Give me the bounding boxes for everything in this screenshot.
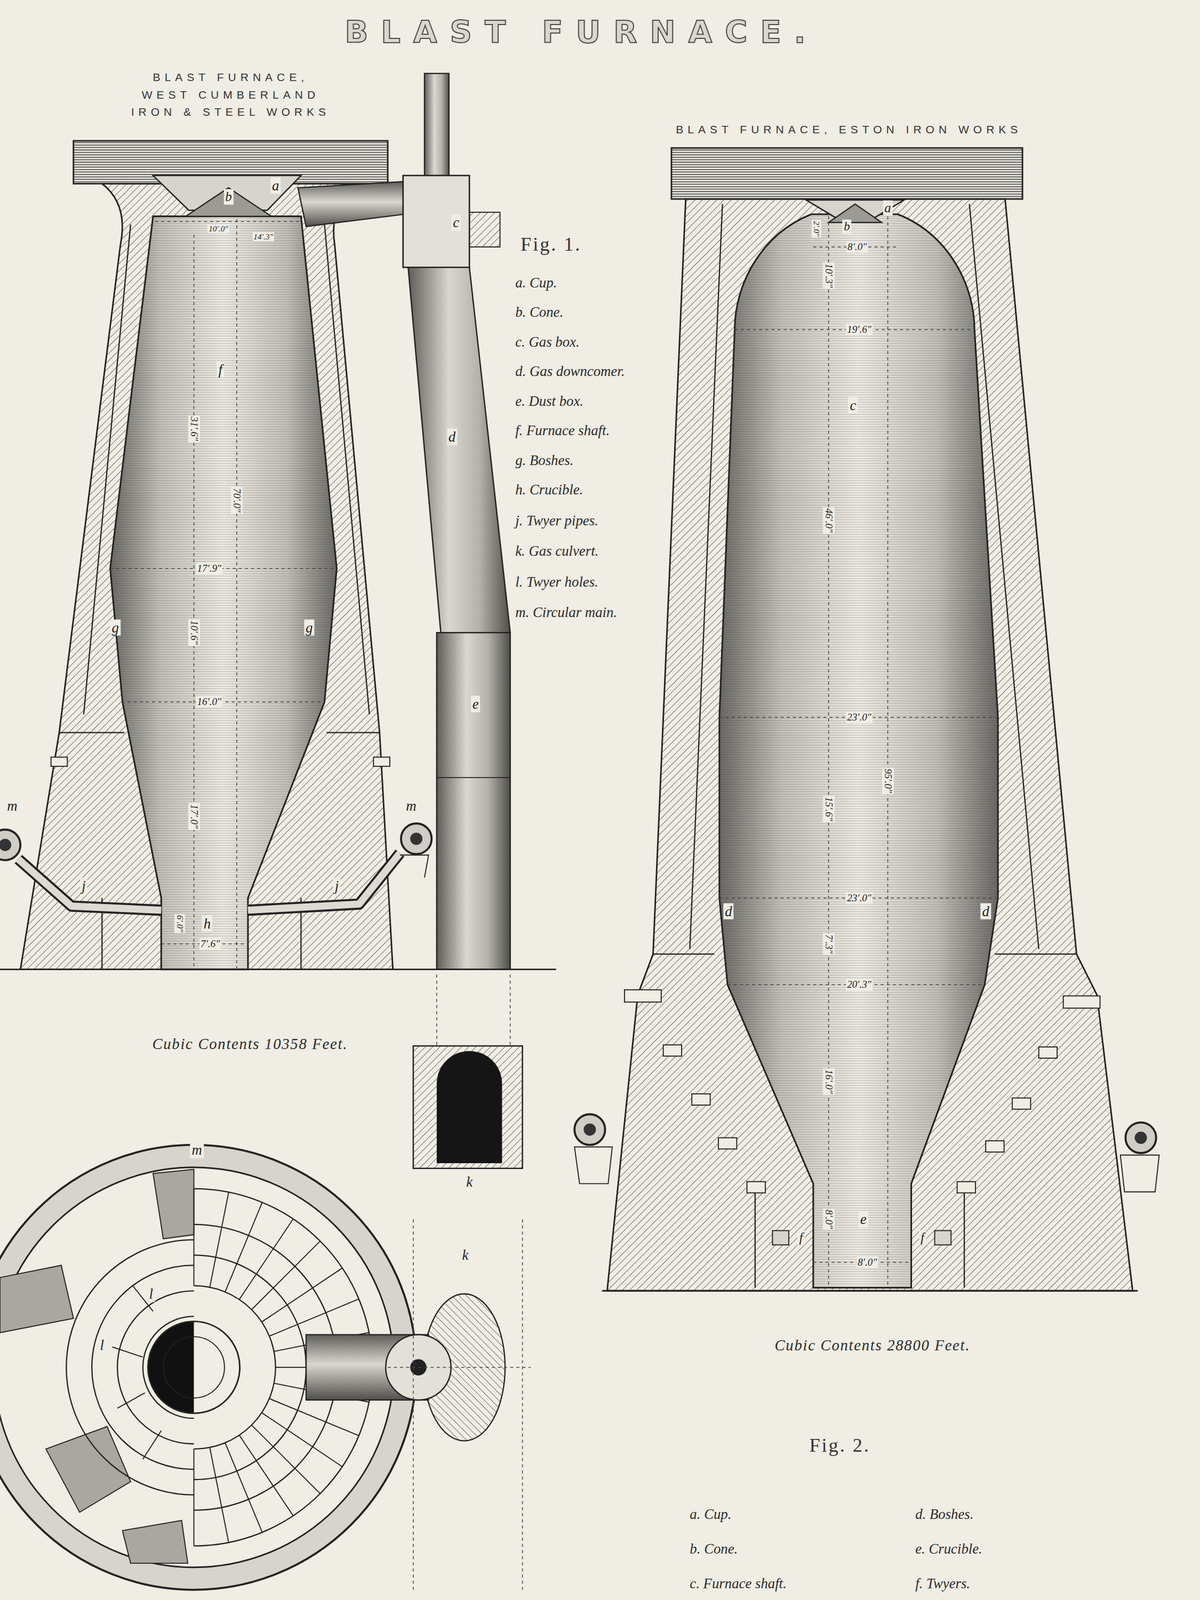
part-letter: g [109, 619, 120, 636]
dimension: 10′.0″ [207, 224, 230, 234]
dimension: 17′.9″ [195, 562, 223, 575]
furnace-eston [574, 147, 1159, 1291]
key-entry: d. Gas downcomer. [515, 363, 625, 380]
part-letter: d [980, 902, 991, 920]
dimension: 10′.6″ [188, 619, 200, 646]
key-entry: e. Dust box. [515, 393, 584, 410]
dimension: 15′.6″ [822, 795, 835, 823]
figure-label: Fig. 2. [809, 1434, 870, 1458]
part-letter: j [80, 877, 87, 894]
key-entry: m. Circular main. [515, 604, 618, 621]
capacity-note: Cubic Contents 28800 Feet. [774, 1336, 971, 1354]
part-letter: d [446, 428, 458, 445]
dimension: 10′.3″ [822, 262, 835, 290]
key-entry: a. Cup. [689, 1506, 732, 1523]
key-entry: f. Twyers. [915, 1575, 971, 1592]
dimension: 7′.3″ [822, 933, 835, 955]
part-letter: a [882, 200, 893, 216]
key-entry: l. Twyer holes. [515, 573, 599, 590]
dimension: 20′.3″ [845, 978, 873, 991]
part-letter: k [460, 1246, 470, 1264]
plate-caption: BLAST FURNACE, ESTON IRON WORKS [675, 121, 1022, 139]
part-letter: f [918, 1229, 926, 1246]
dimension: 8′.0″ [846, 241, 868, 253]
dimension: 23′.0″ [845, 711, 873, 724]
key-entry: j. Twyer pipes. [515, 512, 599, 529]
dimension: 46′.0″ [822, 507, 835, 534]
dimension: 14′.3″ [252, 232, 275, 242]
dimension: 95′.0″ [882, 767, 894, 795]
part-letter: e [470, 696, 481, 713]
part-letter: h [202, 915, 213, 932]
part-letter: b [223, 189, 234, 205]
dimension: 17′.0″ [188, 803, 200, 830]
dimension: 70′.0″ [230, 486, 243, 514]
figure-label: Fig. 1. [520, 233, 582, 256]
key-entry: d. Boshes. [915, 1506, 974, 1523]
key-entry: f. Furnace shaft. [515, 422, 610, 439]
part-letter: g [304, 619, 315, 636]
key-entry: a. Cup. [515, 274, 557, 292]
key-entry: k. Gas culvert. [515, 542, 599, 560]
dimension: 2′.0″ [811, 219, 822, 238]
part-letter: c [848, 396, 859, 414]
key-entry: e. Crucible. [915, 1540, 983, 1558]
dimension: 23′.0″ [845, 892, 873, 904]
part-letter: m [190, 1141, 204, 1159]
plate-title: BLAST FURNACE. [344, 14, 819, 51]
furnace-west-cumberland [0, 73, 557, 970]
part-letter: a [270, 177, 281, 195]
part-letter: m [404, 797, 418, 815]
part-letter: f [217, 361, 224, 378]
dimension: 16′.0″ [822, 1068, 835, 1095]
plate-caption: BLAST FURNACE, WEST CUMBERLAND IRON & ST… [128, 68, 333, 122]
part-letter: f [797, 1229, 805, 1246]
part-letter: k [464, 1173, 475, 1190]
key-entry: c. Furnace shaft. [689, 1575, 787, 1592]
part-letter: m [5, 797, 19, 815]
key-entry: b. Cone. [689, 1540, 738, 1558]
part-letter: c [451, 214, 461, 231]
dimension: 6′.0″ [174, 913, 186, 933]
dimension: 7′.6″ [199, 938, 221, 950]
furnace-plan-view [0, 1145, 531, 1592]
gas-culvert-section [413, 974, 523, 1169]
key-entry: g. Boshes. [515, 451, 574, 469]
dimension: 8′.0″ [822, 1208, 835, 1230]
part-letter: b [842, 219, 852, 234]
dimension: 31′.6″ [188, 415, 200, 443]
part-letter: l [98, 1336, 106, 1354]
dimension: 8′.0″ [856, 1256, 878, 1269]
key-entry: h. Crucible. [515, 481, 583, 499]
key-entry: c. Gas box. [515, 333, 580, 351]
capacity-note: Cubic Contents 10358 Feet. [152, 1035, 348, 1053]
dimension: 16′.0″ [195, 696, 223, 708]
part-letter: d [723, 902, 734, 920]
key-entry: b. Cone. [515, 304, 564, 321]
part-letter: l [147, 1285, 155, 1303]
part-letter: e [858, 1211, 869, 1228]
part-letter: j [333, 877, 341, 894]
dimension: 19′.6″ [845, 323, 873, 336]
